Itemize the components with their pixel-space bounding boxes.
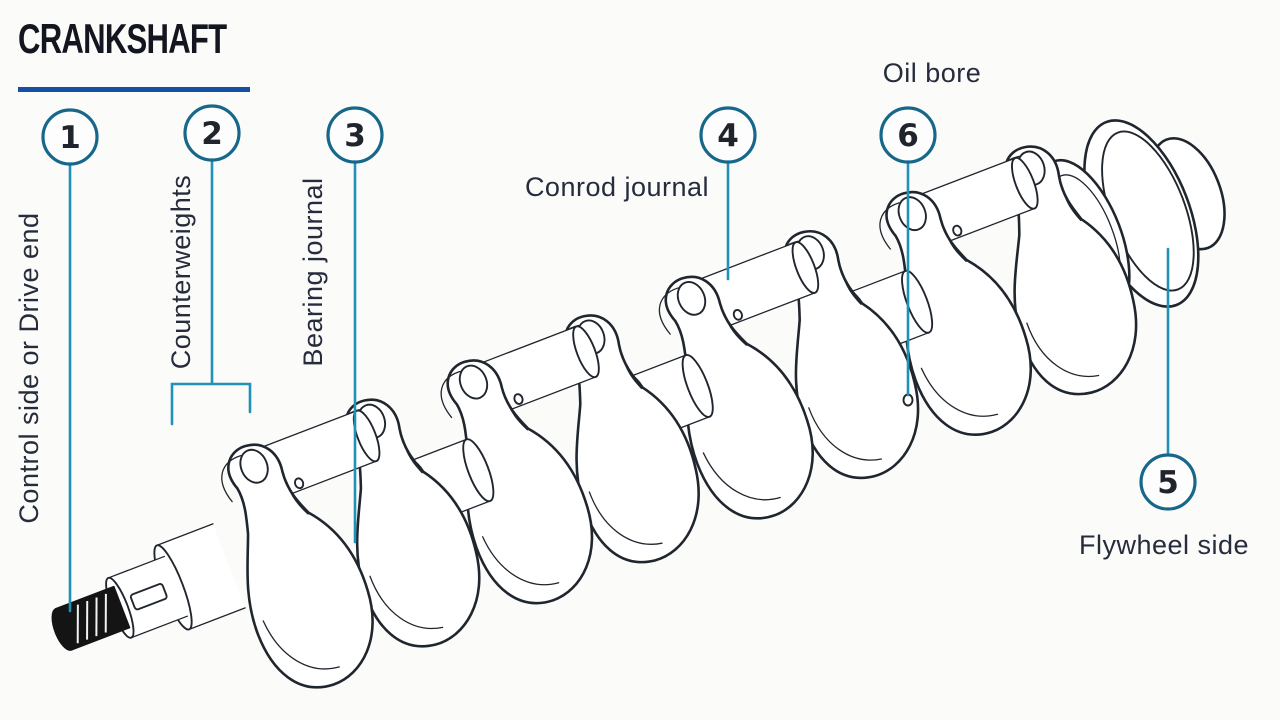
callout-2-circle [183, 104, 241, 162]
callout-6-circle [879, 106, 937, 164]
callout-6-number: 6 [897, 118, 919, 154]
callout-5: 5 Flywheel side [1079, 247, 1249, 560]
keyway [129, 583, 168, 611]
callout-2-number: 2 [201, 116, 223, 152]
callout-4: 4 Conrod journal [525, 106, 757, 281]
callout-4-circle [699, 106, 757, 164]
callout-3-circle [326, 106, 384, 164]
label-conrod-journal: Conrod journal [525, 172, 709, 202]
label-oil-bore: Oil bore [883, 58, 982, 88]
label-bearing-journal: Bearing journal [298, 177, 328, 366]
title-underline [18, 87, 250, 92]
callout-1-number: 1 [59, 120, 81, 156]
callout-5-number: 5 [1157, 465, 1179, 501]
label-counterweights: Counterweights [166, 175, 196, 370]
page-title-block: CRANKSHAFT [18, 15, 300, 92]
callout-3: 3 Bearing journal [298, 106, 384, 544]
callout-1-circle [41, 108, 99, 166]
page-title: CRANKSHAFT [18, 15, 227, 62]
crankshaft-drawing [51, 119, 1226, 706]
callout-4-number: 4 [717, 118, 739, 154]
shaft-nose [51, 585, 131, 651]
callout-1: 1 Control side or Drive end [14, 108, 99, 613]
callout-6: 6 Oil bore [879, 58, 982, 397]
label-flywheel-side: Flywheel side [1079, 530, 1249, 560]
label-control-side: Control side or Drive end [14, 212, 44, 523]
callout-2: 2 Counterweights [166, 104, 252, 426]
callout-5-circle [1139, 453, 1197, 511]
callout-2-bracket [170, 382, 252, 426]
callout-3-number: 3 [344, 118, 366, 154]
